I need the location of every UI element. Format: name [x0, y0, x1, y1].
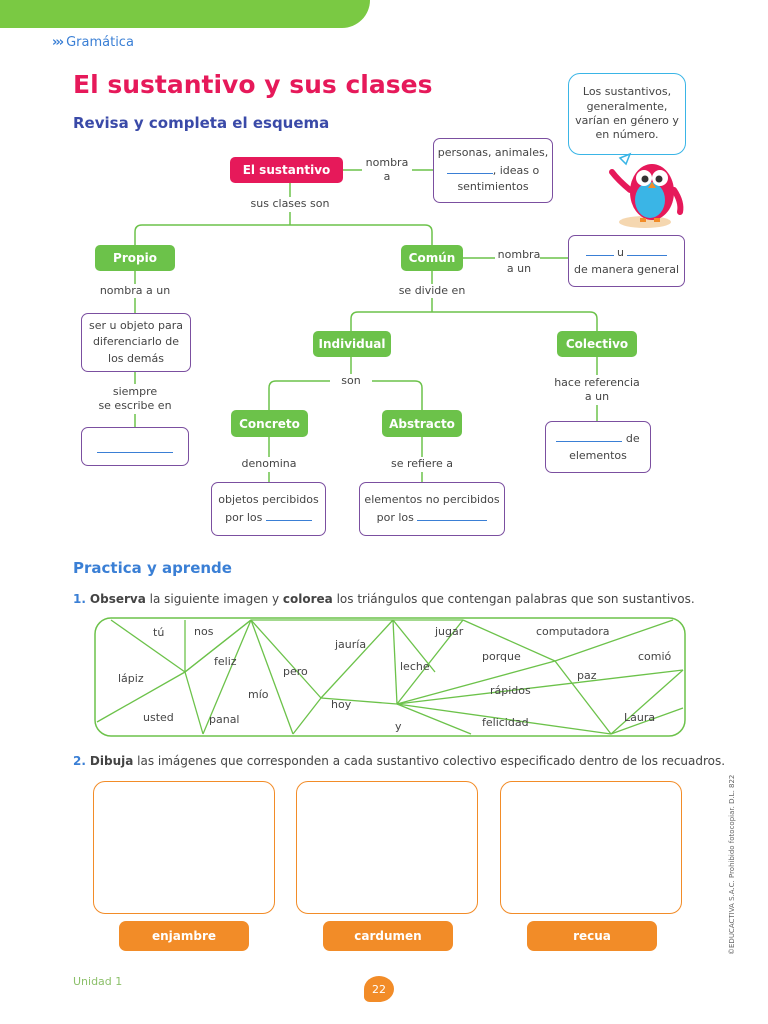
drawing-area-cardumen[interactable] [296, 781, 478, 914]
page-title: El sustantivo y sus clases [73, 70, 433, 99]
puzzle-word: feliz [214, 655, 237, 668]
puzzle-word: pero [283, 665, 308, 678]
scheme-connectors [134, 169, 598, 482]
section-tag: ›››Gramática [52, 35, 134, 50]
puzzle-word: leche [400, 660, 430, 673]
box-propio: ser u objeto para diferenciarlo de los d… [81, 313, 191, 372]
node-colectivo: Colectivo [557, 331, 637, 357]
node-el-sustantivo: El sustantivo [230, 157, 343, 183]
box-personas-line3: sentimientos [457, 180, 529, 194]
page-number: 22 [364, 976, 394, 1002]
puzzle-word: y [395, 720, 402, 733]
node-propio: Propio [95, 245, 175, 271]
link-colectivo: hace referencia a un [554, 376, 640, 404]
puzzle-word: jugar [435, 625, 464, 638]
puzzle-word: paz [577, 669, 597, 682]
box-comun: u de manera general [568, 235, 685, 287]
puzzle-word: lápiz [118, 672, 144, 685]
puzzle-word: felicidad [482, 716, 529, 729]
puzzle-word: jauría [335, 638, 367, 651]
puzzle-word: usted [143, 711, 174, 724]
blank-field[interactable] [97, 441, 173, 453]
node-abstracto: Abstracto [382, 410, 462, 437]
triangle-puzzle[interactable] [93, 616, 687, 738]
footer-unit: Unidad 1 [73, 975, 123, 988]
box-propio-answer [81, 427, 189, 466]
box-colectivo: de elementos [545, 421, 651, 473]
link-comun-2: se divide en [398, 284, 466, 297]
label-enjambre: enjambre [119, 921, 249, 951]
link-concreto: denomina [241, 457, 297, 470]
link-propio: nombra a un [99, 284, 171, 297]
puzzle-word: Laura [624, 711, 656, 724]
practice-title: Practica y aprende [73, 559, 232, 577]
box-abstracto: elementos no percibidos por los [359, 482, 505, 536]
link-abstracto: se refiere a [390, 457, 454, 470]
drawing-area-enjambre[interactable] [93, 781, 275, 914]
owl-illustration [609, 152, 684, 228]
question-2: 2.Dibuja las imágenes que corresponden a… [73, 754, 726, 768]
tip-bubble: Los sustantivos, generalmente, varían en… [568, 73, 686, 155]
puzzle-word: panal [209, 713, 240, 726]
label-recua: recua [527, 921, 657, 951]
link-propio-2: siempre se escribe en [98, 385, 172, 413]
chevrons-icon: ››› [52, 35, 64, 50]
box-concreto: objetos percibidos por los [211, 482, 326, 536]
header-band [0, 0, 370, 28]
node-individual: Individual [313, 331, 391, 357]
puzzle-word: tú [153, 626, 165, 639]
box-personas-line2: , ideas o [446, 162, 539, 180]
puzzle-word: hoy [331, 698, 352, 711]
puzzle-word: computadora [536, 625, 610, 638]
question-1: 1.Observa la siguiente imagen y colorea … [73, 592, 695, 606]
link-nombra-a: nombra a [365, 156, 409, 184]
node-comun: Común [401, 245, 463, 271]
box-personas: personas, animales, , ideas o sentimient… [433, 138, 553, 203]
box-personas-line1: personas, animales, [437, 146, 549, 160]
puzzle-word: nos [194, 625, 214, 638]
blank-field[interactable] [265, 509, 312, 521]
puzzle-word: comió [638, 650, 672, 663]
drawing-area-recua[interactable] [500, 781, 682, 914]
label-cardumen: cardumen [323, 921, 453, 951]
blank-field[interactable] [556, 430, 623, 442]
blank-field[interactable] [627, 244, 668, 256]
puzzle-word: porque [482, 650, 521, 663]
link-individual: son [341, 374, 361, 387]
puzzle-word: mío [248, 688, 269, 701]
blank-field[interactable] [585, 244, 614, 256]
section-label: Gramática [66, 35, 134, 50]
node-concreto: Concreto [231, 410, 308, 437]
link-sus-clases: sus clases son [250, 197, 330, 210]
blank-field[interactable] [446, 162, 493, 174]
link-comun: nombra a un [497, 248, 541, 276]
copyright-note: ©EDUCACTIVA S.A.C. Prohibido fotocopiar.… [728, 774, 736, 955]
page-subtitle: Revisa y completa el esquema [73, 114, 330, 132]
blank-field[interactable] [417, 509, 488, 521]
puzzle-word: rápidos [490, 684, 531, 697]
